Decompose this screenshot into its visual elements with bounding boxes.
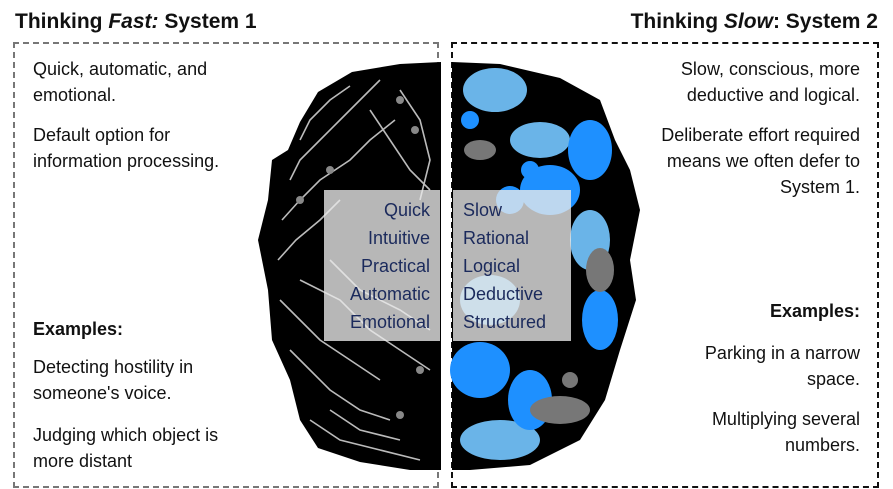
system1-example-2: Judging which object is more distant <box>33 425 219 471</box>
system1-title: Thinking Fast: System 1 <box>15 10 257 33</box>
system1-default-note: Default option for information processin… <box>33 125 220 171</box>
trait: Slow <box>463 200 503 220</box>
trait: Intuitive <box>367 228 430 248</box>
trait: Practical <box>360 256 430 276</box>
system1-example-1: Detecting hostility in someone's voice. <box>33 357 194 403</box>
trait: Emotional <box>349 312 430 332</box>
system2-example-1: Parking in a narrow space. <box>704 343 860 389</box>
trait: Automatic <box>349 284 430 304</box>
trait: Structured <box>463 312 547 332</box>
trait: Rational <box>463 228 530 248</box>
trait: Deductive <box>463 284 544 304</box>
system1-examples-heading: Examples: <box>33 319 124 339</box>
trait: Logical <box>463 256 521 276</box>
system1-traits: Quick Intuitive Practical Automatic Emot… <box>324 190 440 341</box>
system2-examples-heading: Examples: <box>769 301 860 321</box>
system2-example-2: Multiplying several numbers. <box>711 409 860 455</box>
system2-title: Thinking Slow: System 2 <box>630 10 878 33</box>
system1-description: Quick, automatic, and emotional. <box>33 59 208 105</box>
trait: Quick <box>383 200 430 220</box>
system2-description: Slow, conscious, more deductive and logi… <box>680 59 860 105</box>
system2-effort-note: Deliberate effort required means we ofte… <box>661 125 860 197</box>
system2-traits: Slow Rational Logical Deductive Structur… <box>453 190 571 341</box>
